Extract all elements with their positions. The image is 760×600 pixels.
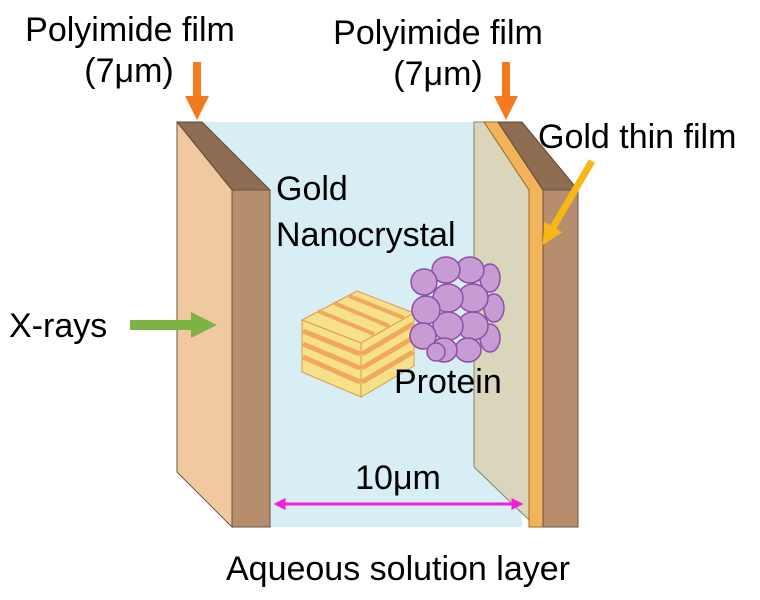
right-film-label-line2: (7μm) bbox=[393, 55, 482, 93]
gold-nanocrystal-label-line1: Gold bbox=[276, 170, 348, 208]
gold-thin-film-label: Gold thin film bbox=[538, 118, 736, 156]
right-film-side bbox=[542, 189, 579, 528]
right-polyimide-film bbox=[473, 121, 580, 528]
left-film-label-line2: (7μm) bbox=[84, 52, 173, 90]
aqueous-solution-layer-label: Aqueous solution layer bbox=[226, 550, 570, 588]
gold-film-arrow-icon bbox=[542, 159, 596, 246]
protein-label: Protein bbox=[394, 363, 502, 401]
x-rays-label: X-rays bbox=[9, 307, 107, 345]
gap-label: 10μm bbox=[355, 459, 441, 497]
left-film-label-line1: Polyimide film bbox=[25, 11, 235, 49]
gold-nanocrystal-label-line2: Nanocrystal bbox=[276, 216, 456, 254]
left-film-side bbox=[231, 189, 271, 528]
protein-shape bbox=[409, 256, 505, 363]
gold-nanocrystal-shape bbox=[300, 290, 416, 398]
right-film-label-line1: Polyimide film bbox=[333, 14, 543, 52]
